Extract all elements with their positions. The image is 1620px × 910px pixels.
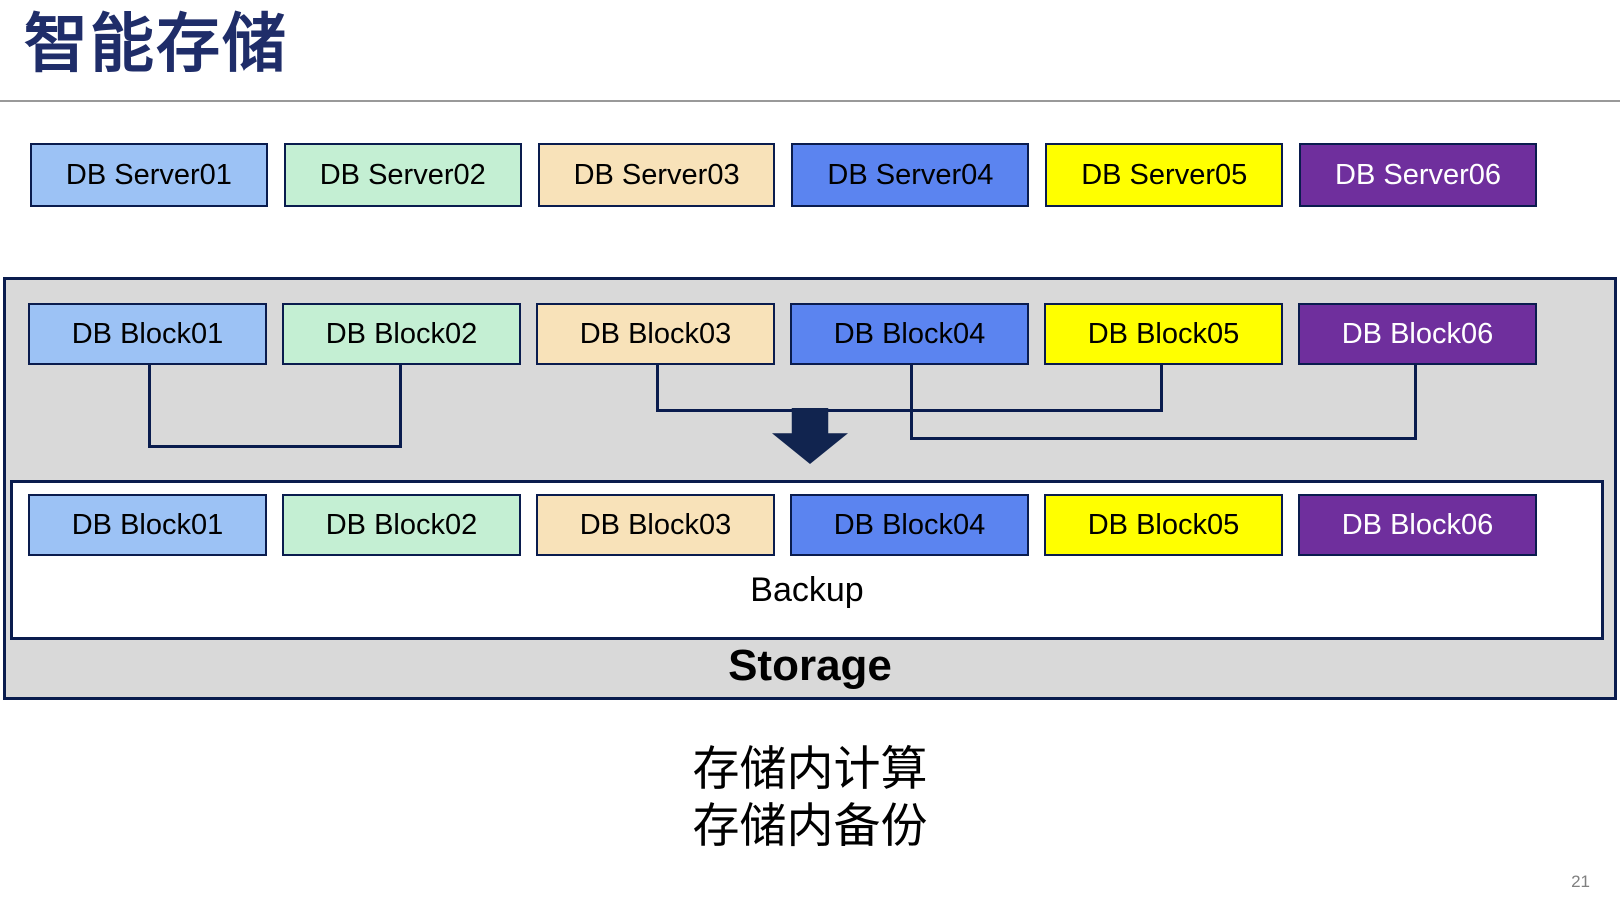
db-server-01-node: DB Server01 <box>30 143 268 207</box>
db-server-03-node: DB Server03 <box>537 143 776 207</box>
page-number: 21 <box>1571 872 1590 891</box>
db-block-top-03-label: DB Block03 <box>579 317 732 350</box>
db-server-02-label: DB Server02 <box>319 158 486 191</box>
db-block-row-bottom: DB Block01 DB Block02 DB Block03 DB Bloc… <box>28 494 1537 556</box>
db-block-bottom-04-label: DB Block04 <box>833 508 986 541</box>
page-title: 智能存储 <box>24 8 288 80</box>
storage-label: Storage <box>728 641 892 690</box>
connector-block04-block06 <box>910 363 1417 440</box>
db-block-row-top: DB Block01 DB Block02 DB Block03 DB Bloc… <box>28 303 1537 365</box>
db-server-06-node: DB Server06 <box>1299 143 1537 207</box>
db-block-bottom-01-node: DB Block01 <box>28 494 267 556</box>
db-block-bottom-04-node: DB Block04 <box>790 494 1029 556</box>
db-server-01-label: DB Server01 <box>65 158 232 191</box>
db-block-top-04-label: DB Block04 <box>833 317 986 350</box>
db-block-bottom-06-node: DB Block06 <box>1298 494 1537 556</box>
db-block-top-01-node: DB Block01 <box>28 303 267 365</box>
db-server-05-label: DB Server05 <box>1081 158 1248 191</box>
db-block-top-01-label: DB Block01 <box>71 317 224 350</box>
db-block-bottom-01-label: DB Block01 <box>71 508 224 541</box>
db-block-bottom-05-node: DB Block05 <box>1044 494 1283 556</box>
db-block-top-02-label: DB Block02 <box>325 317 478 350</box>
db-server-06-label: DB Server06 <box>1335 158 1502 191</box>
db-block-bottom-05-label: DB Block05 <box>1087 508 1240 541</box>
db-server-row: DB Server01 DB Server02 DB Server03 DB S… <box>30 143 1537 207</box>
db-block-top-05-node: DB Block05 <box>1044 303 1283 365</box>
db-block-top-03-node: DB Block03 <box>536 303 775 365</box>
db-block-bottom-02-node: DB Block02 <box>282 494 521 556</box>
db-server-05-node: DB Server05 <box>1045 143 1284 207</box>
connector-block03-block05 <box>656 363 1163 412</box>
db-server-02-node: DB Server02 <box>283 143 522 207</box>
db-server-03-label: DB Server03 <box>573 158 740 191</box>
db-block-bottom-03-node: DB Block03 <box>536 494 775 556</box>
db-block-bottom-02-label: DB Block02 <box>325 508 478 541</box>
caption-text: 存储内计算 存储内备份 <box>0 740 1620 855</box>
caption-line-compute: 存储内计算 <box>692 742 928 795</box>
db-block-top-06-node: DB Block06 <box>1298 303 1537 365</box>
connector-block01-block02 <box>148 363 402 448</box>
db-block-top-04-node: DB Block04 <box>790 303 1029 365</box>
title-divider <box>0 100 1620 102</box>
db-server-04-label: DB Server04 <box>827 158 994 191</box>
db-block-top-06-label: DB Block06 <box>1341 317 1494 350</box>
caption-line-backup: 存储内备份 <box>692 799 928 853</box>
db-block-bottom-06-label: DB Block06 <box>1341 508 1494 541</box>
db-block-bottom-03-label: DB Block03 <box>579 508 732 541</box>
backup-label: Backup <box>750 571 864 609</box>
db-server-04-node: DB Server04 <box>791 143 1030 207</box>
db-block-top-05-label: DB Block05 <box>1087 317 1240 350</box>
db-block-top-02-node: DB Block02 <box>282 303 521 365</box>
